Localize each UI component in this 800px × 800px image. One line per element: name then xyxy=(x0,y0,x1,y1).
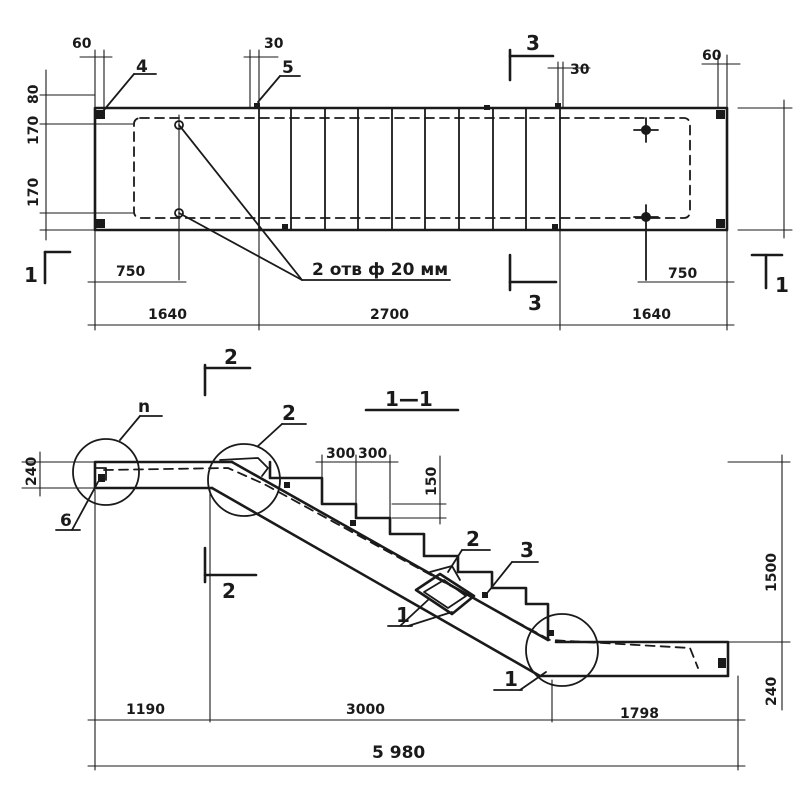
dim-right-step: 30 xyxy=(570,62,590,78)
plan-bottom-dimensions xyxy=(87,229,735,331)
step-insert-3 xyxy=(482,592,488,598)
section-cut-1-right: 1 xyxy=(750,253,789,297)
marker-2b: 2 xyxy=(466,527,480,551)
dim-step-rise: 150 xyxy=(424,467,440,496)
section-cut-2-top: 2 xyxy=(203,345,252,397)
svg-text:1: 1 xyxy=(775,273,789,297)
marker-3: 3 xyxy=(520,538,534,562)
dim-slab-bottom: 240 xyxy=(764,677,780,706)
svg-text:3: 3 xyxy=(526,31,540,55)
holes-note: 2 отв ф 20 мм xyxy=(312,260,448,280)
marker-3-leader xyxy=(487,561,513,593)
dim-left-step: 30 xyxy=(264,36,284,52)
section-view: 1—1 2 2 xyxy=(21,345,791,771)
elevation-bottom-dimensions xyxy=(87,489,746,771)
dim-flight: 2700 xyxy=(370,307,409,323)
section-cut-3-bottom: 3 xyxy=(508,253,558,315)
plan-top-dimensions xyxy=(79,49,741,109)
right-landing-slab xyxy=(538,640,730,678)
svg-text:2: 2 xyxy=(222,579,236,603)
section-title: 1—1 xyxy=(385,387,433,411)
marker-1a-leader-2 xyxy=(407,611,453,627)
detail-circle-2 xyxy=(207,443,281,517)
step-dimensions xyxy=(315,454,447,525)
marker-4-leader xyxy=(103,73,135,111)
dim-left-landing: 1640 xyxy=(148,307,187,323)
marker-2a: 2 xyxy=(282,401,296,425)
dim-left-mid2: 170 xyxy=(26,178,42,207)
plan-view: 2 отв ф 20 мм 60 30 30 60 4 5 xyxy=(24,31,793,331)
dim-left-mid1: 170 xyxy=(26,116,42,145)
step-insert-1 xyxy=(284,482,290,488)
left-embedded-plate xyxy=(98,474,105,482)
plan-holes xyxy=(174,114,659,281)
marker-5: 5 xyxy=(282,58,294,78)
marker-2a-leader xyxy=(257,423,283,447)
flight-slab xyxy=(210,460,550,678)
step-insert-2 xyxy=(350,520,356,526)
plan-step-lines xyxy=(290,107,527,231)
marker-1b: 1 xyxy=(504,667,518,691)
detail-circle-1 xyxy=(525,613,599,687)
holes-leader-1 xyxy=(178,124,303,281)
marker-1a: 1 xyxy=(396,603,410,627)
marker-n: n xyxy=(138,397,150,417)
holes-leader-2 xyxy=(178,212,303,281)
dim-step-tread-1: 300 xyxy=(326,446,355,462)
section-cut-2-bottom: 2 xyxy=(203,546,258,603)
dim-total-length: 5 980 xyxy=(372,743,425,763)
dim-right-landing: 1640 xyxy=(632,307,671,323)
svg-text:3: 3 xyxy=(528,291,542,315)
step-insert-4 xyxy=(548,630,554,636)
svg-text:2: 2 xyxy=(224,345,238,369)
marker-6: 6 xyxy=(60,511,72,531)
svg-text:1: 1 xyxy=(24,263,38,287)
reinforcement-dashed xyxy=(103,467,699,669)
section-cut-1-left: 1 xyxy=(24,250,72,287)
dim-flight-elev: 3000 xyxy=(346,702,385,718)
plan-dashed-outline xyxy=(133,117,691,219)
plan-outline xyxy=(93,106,729,232)
dim-left-landing-elev: 1190 xyxy=(126,702,165,718)
section-cut-3-top: 3 xyxy=(508,31,555,82)
marker-1b-leader xyxy=(519,671,547,691)
dim-slab-top: 240 xyxy=(24,457,40,486)
stair-steps xyxy=(268,460,550,642)
dim-left-offset: 60 xyxy=(72,36,92,52)
marker-1a-leader-1 xyxy=(399,599,429,627)
dim-left-top: 80 xyxy=(26,84,42,104)
marker-4: 4 xyxy=(136,57,148,77)
dim-step-tread-2: 300 xyxy=(358,446,387,462)
marker-2b-leader xyxy=(447,549,463,573)
detail-circle-n xyxy=(72,438,140,506)
marker-n-leader xyxy=(119,415,141,441)
dim-left-hole: 750 xyxy=(116,264,145,280)
plan-left-dimensions xyxy=(39,69,135,241)
right-embedded-plate xyxy=(718,658,726,668)
dim-right-landing-elev: 1798 xyxy=(620,706,659,722)
dim-total-height: 1500 xyxy=(764,553,780,592)
dim-right-offset: 60 xyxy=(702,48,722,64)
mid-joint-block xyxy=(414,572,476,616)
marker-5-leader xyxy=(257,75,281,103)
plan-corner-plates xyxy=(96,103,725,229)
top-joint-detail xyxy=(219,457,269,477)
dim-right-hole: 750 xyxy=(668,266,697,282)
left-end-notch xyxy=(94,461,107,481)
marker-6-leader xyxy=(71,481,99,531)
mid-joint-inner xyxy=(423,579,467,609)
